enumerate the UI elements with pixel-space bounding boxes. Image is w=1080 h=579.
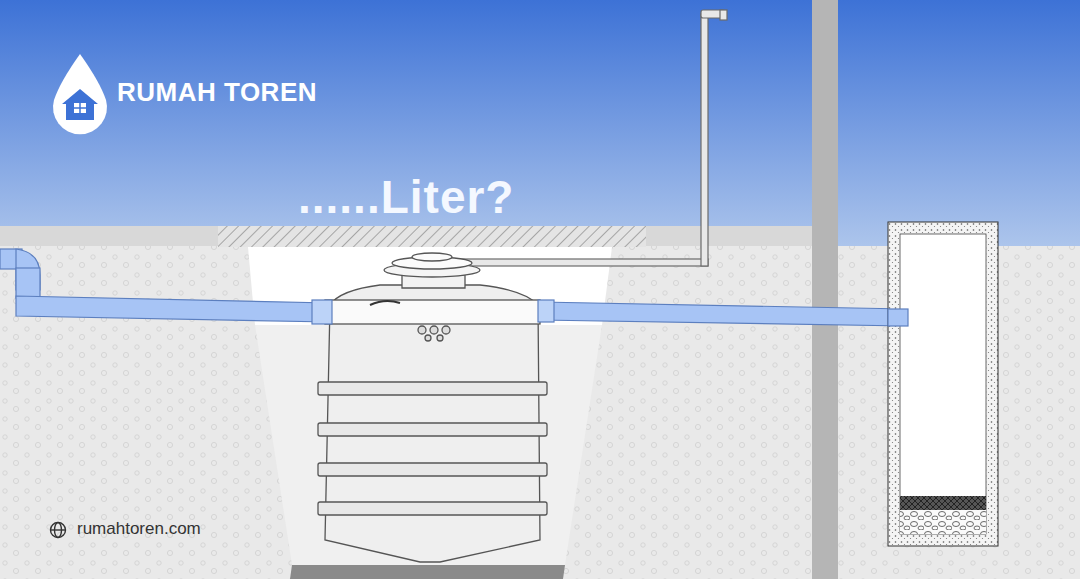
capacity-question: ......Liter? [298,170,514,224]
outlet-pipe [538,300,906,326]
ground-surface [0,226,812,246]
logo-icon [53,54,107,134]
sky [0,0,1080,250]
soakage-well [888,222,998,546]
website-url: rumahtoren.com [77,519,201,539]
brand-name: RUMAH TOREN [117,77,317,108]
septic-tank [318,253,547,562]
inlet-pipe [0,249,332,324]
cover-slab [218,226,646,247]
ground [0,228,812,579]
gravel-bed [290,565,565,579]
wall-column [812,0,838,579]
vent-pipe [418,10,727,300]
globe-icon [51,523,66,538]
